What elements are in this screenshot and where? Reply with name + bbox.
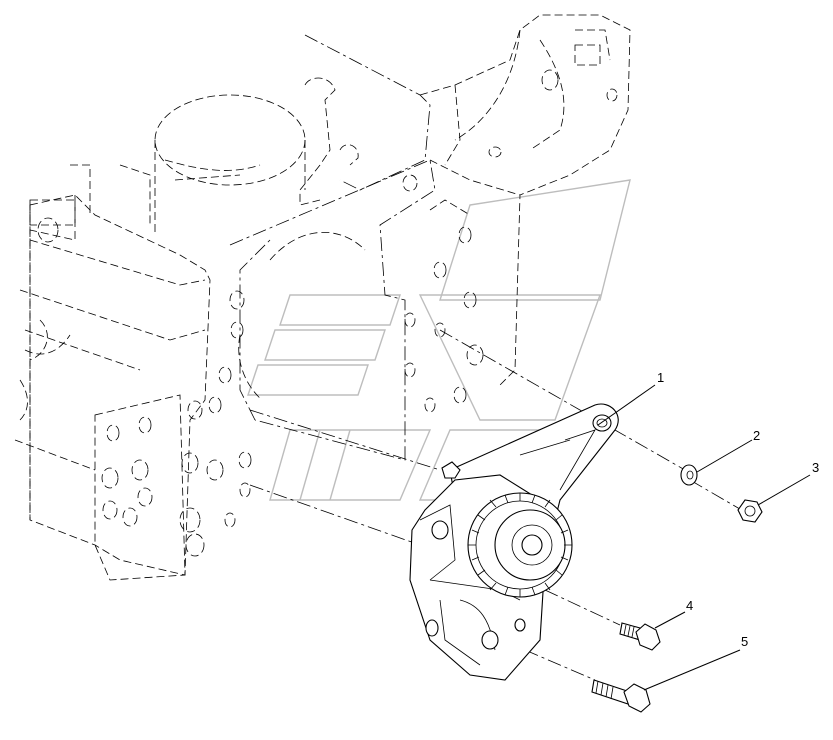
drive-gear (467, 492, 573, 598)
engine-housing-phantom (14, 14, 631, 581)
long-bolt (591, 679, 651, 713)
short-bolt (619, 622, 661, 651)
callout-labels: 1 2 3 4 5 (657, 370, 819, 649)
callout-2: 2 (753, 428, 760, 443)
washer (680, 464, 698, 486)
callout-1: 1 (657, 370, 664, 385)
assembly-centre-lines (249, 329, 746, 681)
hex-nut (737, 499, 763, 523)
leader-lines (597, 384, 811, 691)
callout-4: 4 (686, 598, 693, 613)
oil-pump-assembly (409, 403, 619, 681)
callout-3: 3 (812, 460, 819, 475)
watermark-logo (247, 179, 631, 501)
callout-5: 5 (741, 634, 748, 649)
